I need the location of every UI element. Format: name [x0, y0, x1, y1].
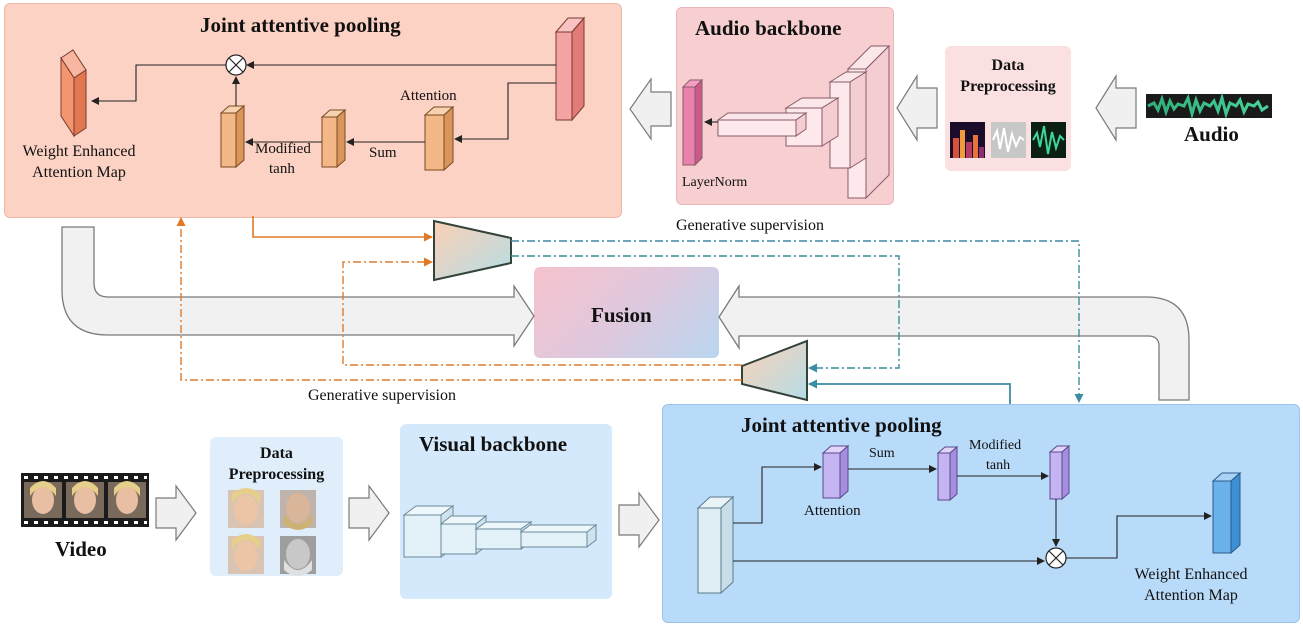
fusion-label: Fusion [591, 303, 652, 327]
audio-pooling-panel [4, 3, 622, 218]
audio-feature-to-attention [454, 82, 556, 143]
teal-supervision-to-visual [511, 240, 1084, 403]
layernorm-label: LayerNorm [682, 175, 748, 190]
audio-prep-line1: Data [991, 57, 1025, 74]
audio-tanh-label-line2: tanh [269, 161, 295, 177]
audio-backbone-title: Audio backbone [695, 16, 842, 40]
teal-supervision-loop [511, 255, 900, 373]
orange-supervision-loop [342, 257, 742, 366]
visual-tanh-block [1048, 444, 1071, 501]
video-filmstrip-icon [21, 473, 149, 527]
audio-multiply-to-output [91, 64, 226, 105]
visual-tanh-label-line1: Modified [969, 438, 1022, 453]
audio-to-top-decoder-arrow [252, 216, 433, 242]
visual-pooling-panel [662, 404, 1300, 623]
visual-multiply-to-output [1066, 512, 1212, 559]
audio-backbone-layers [681, 44, 891, 200]
arrow-audio-to-prep [1095, 73, 1137, 143]
arrow-prep-to-backbone [896, 73, 938, 143]
fusion-box [534, 267, 719, 358]
visual-output-line2: Attention Map [1144, 587, 1238, 604]
face-thumb-flipped [280, 490, 316, 530]
face-thumb-grayscale [280, 536, 316, 576]
arrow-backbone-to-pooling [629, 77, 672, 141]
face-thumb-original [228, 488, 264, 528]
generative-supervision-top-label: Generative supervision [676, 217, 824, 234]
audio-output-label: Weight Enhanced Attention Map [6, 141, 152, 183]
generative-supervision-bottom-label: Generative supervision [308, 387, 456, 404]
visual-input-feature [696, 495, 735, 595]
top-decoder [433, 219, 512, 282]
audio-tanh-block [219, 104, 246, 169]
audio-input-feature [554, 16, 586, 122]
visual-multiply-node [1045, 547, 1067, 569]
audio-attention-block [423, 105, 455, 172]
audio-output-block [60, 49, 87, 138]
audio-output-line1: Weight Enhanced [22, 143, 136, 160]
audio-spectrogram-thumbnail [950, 122, 985, 158]
visual-tanh-label-line2: tanh [986, 458, 1011, 473]
audio-multiply-node [225, 54, 247, 76]
video-frame-faces [24, 481, 146, 518]
audio-waveform-gray-thumbnail [991, 122, 1026, 158]
audio-output-line2: Attention Map [32, 164, 126, 181]
audio-tanh-label-line1: Modified [255, 141, 311, 157]
visual-attention-block [821, 444, 850, 500]
audio-preprocessing-title: Data Preprocessing [945, 55, 1071, 97]
left-big-arrow [61, 226, 535, 349]
audio-sum-block [320, 108, 347, 169]
orange-supervision-to-audio [176, 217, 742, 381]
audio-input-label: Audio [1184, 122, 1239, 146]
arrow-prep-to-visual-backbone [348, 484, 390, 542]
bottom-decoder [741, 339, 808, 402]
visual-pooling-title: Joint attentive pooling [741, 413, 942, 437]
visual-to-bottom-decoder-arrow [808, 379, 1011, 404]
visual-preprocessing-title: Data Preprocessing [210, 443, 343, 485]
audio-prep-line2: Preprocessing [960, 78, 1056, 95]
arrow-backbone-to-visual-pooling [618, 491, 660, 549]
visual-backbone-title: Visual backbone [419, 432, 568, 456]
visual-prep-line2: Preprocessing [228, 466, 325, 483]
audio-attention-label: Attention [400, 88, 457, 104]
audio-sum-label: Sum [369, 145, 397, 161]
audio-waveform-icon [1146, 92, 1272, 120]
face-thumb-cropped [228, 534, 264, 574]
visual-attention-label: Attention [804, 503, 861, 519]
visual-output-line1: Weight Enhanced [1134, 566, 1248, 583]
video-input-label: Video [55, 537, 107, 561]
visual-sum-block [936, 445, 959, 502]
visual-prep-line1: Data [260, 445, 293, 462]
right-big-arrow [718, 283, 1190, 401]
visual-output-label: Weight Enhanced Attention Map [1118, 564, 1264, 606]
audio-waveform-green-thumbnail [1031, 122, 1066, 158]
visual-backbone-layers [402, 505, 598, 558]
visual-sum-label: Sum [869, 446, 895, 461]
audio-pooling-title: Joint attentive pooling [200, 13, 401, 37]
visual-output-block [1211, 471, 1242, 555]
arrow-video-to-prep [155, 484, 197, 542]
visual-feature-to-attention [733, 463, 822, 524]
